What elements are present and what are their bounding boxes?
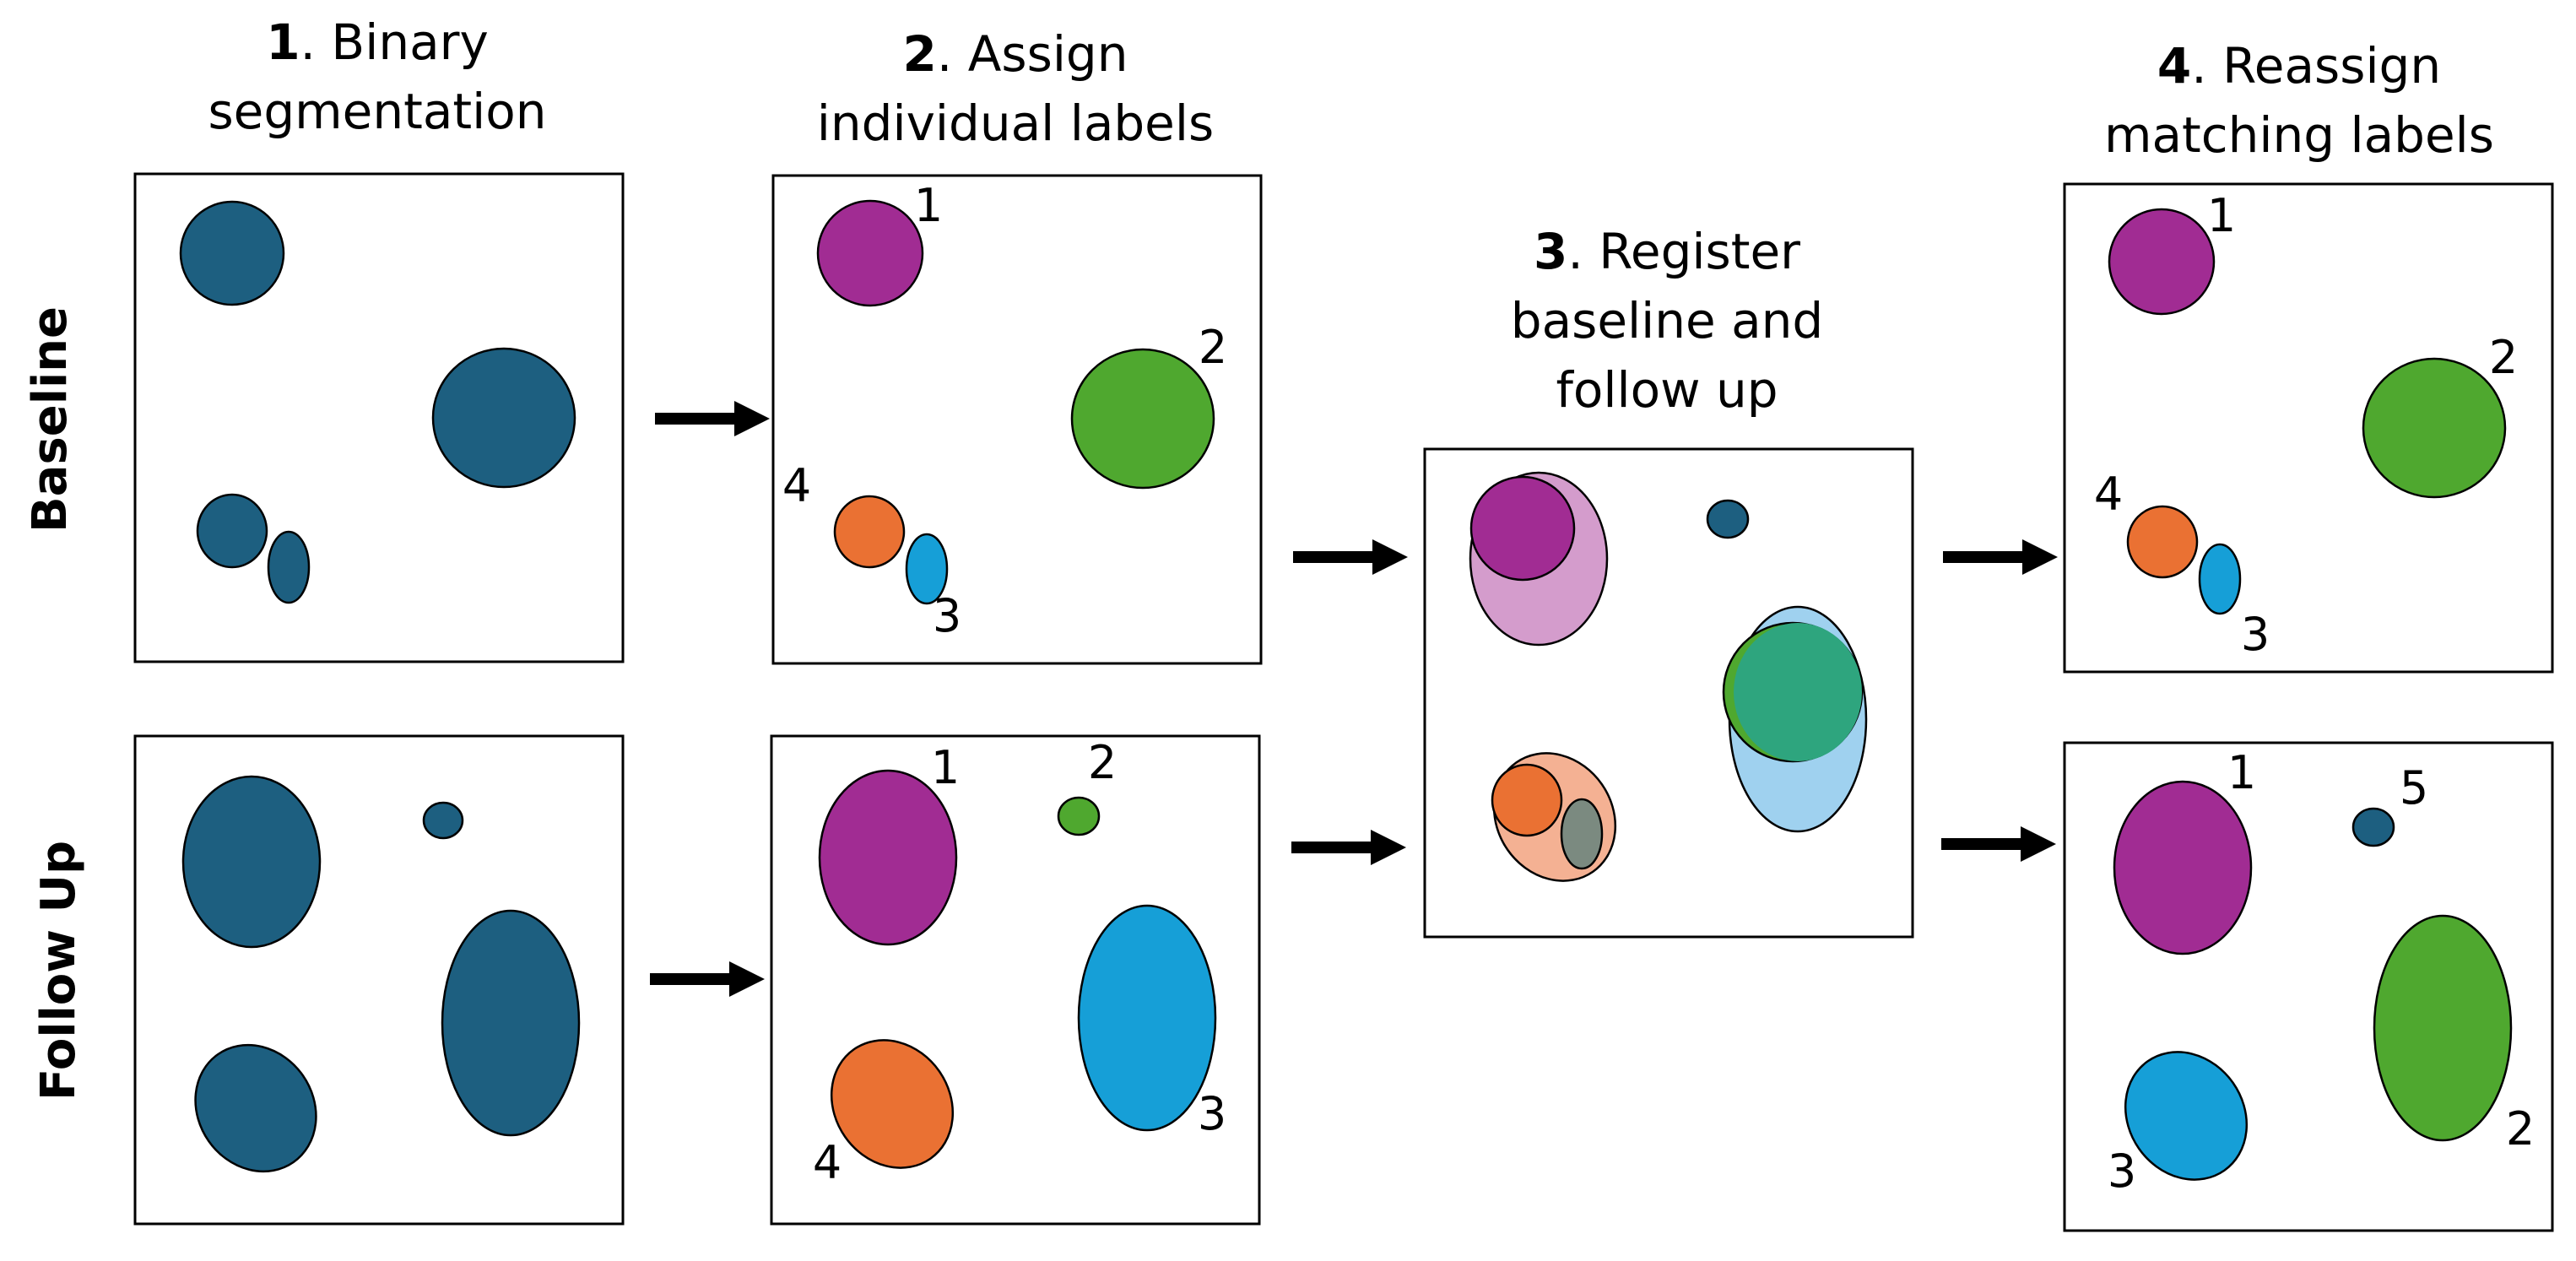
lesion-label: 1 bbox=[2207, 189, 2236, 242]
lesion-binary bbox=[431, 347, 576, 489]
lesion-purple bbox=[2108, 208, 2216, 316]
step-1-title: 1. Binary segmentation bbox=[208, 14, 546, 140]
lesion-label: 2 bbox=[1088, 736, 1117, 789]
lesion-binary bbox=[179, 200, 285, 306]
svg-text:4. Reassign: 4. Reassign bbox=[2157, 37, 2441, 95]
lesion-grey-overlap bbox=[1560, 798, 1604, 870]
lesion-binary bbox=[441, 909, 581, 1137]
lesion-orange bbox=[830, 1039, 955, 1169]
panel-step1-baseline bbox=[133, 172, 625, 663]
lesion-orange bbox=[833, 495, 906, 569]
lesion-binary bbox=[267, 530, 311, 604]
step-4-title-line2: matching labels bbox=[2104, 106, 2494, 164]
step-2-title-line1: . Assign bbox=[937, 25, 1128, 83]
step-2-title-line2: individual labels bbox=[817, 95, 1214, 152]
step-4-number: 4 bbox=[2157, 37, 2191, 95]
lesion-label: 3 bbox=[2241, 608, 2270, 661]
step-4-title-line1: . Reassign bbox=[2191, 37, 2441, 95]
panel-step1-follow-up bbox=[133, 734, 625, 1226]
lesion-purple bbox=[818, 769, 958, 946]
lesion-label: 1 bbox=[931, 741, 960, 794]
lesion-label: 2 bbox=[2489, 331, 2518, 384]
step-3-title-line3: follow up bbox=[1556, 361, 1778, 419]
lesion-purple-baseline bbox=[1469, 475, 1576, 582]
lesion-green bbox=[1070, 348, 1215, 490]
lesion-binary-new bbox=[1706, 499, 1750, 539]
panel-step2-baseline: 1 2 3 4 bbox=[771, 174, 1263, 665]
lesion-green bbox=[2362, 357, 2507, 499]
step-3-number: 3 bbox=[1534, 223, 1567, 280]
svg-text:1. Binary: 1. Binary bbox=[266, 14, 489, 71]
step-2-title: 2. Assign individual labels bbox=[817, 25, 1214, 152]
lesion-green bbox=[2373, 914, 2513, 1142]
step-1-number: 1 bbox=[266, 14, 300, 71]
row-label-baseline: Baseline bbox=[23, 306, 78, 533]
step-3-title: 3. Register baseline and follow up bbox=[1511, 223, 1824, 419]
lesion-binary bbox=[194, 1043, 317, 1173]
lesion-purple bbox=[2113, 780, 2253, 955]
svg-text:2. Assign: 2. Assign bbox=[902, 25, 1128, 83]
lesion-binary-new bbox=[2351, 807, 2395, 847]
lesion-teal-overlap bbox=[1734, 623, 1862, 761]
lesion-binary bbox=[196, 493, 268, 569]
lesion-orange bbox=[2126, 505, 2199, 579]
lesion-purple bbox=[816, 199, 924, 307]
svg-text:3. Register: 3. Register bbox=[1534, 223, 1800, 280]
row-label-follow-up: Follow Up bbox=[31, 841, 86, 1101]
step-4-title: 4. Reassign matching labels bbox=[2104, 37, 2494, 164]
panel-step3-registered bbox=[1423, 447, 1914, 939]
lesion-label: 3 bbox=[933, 589, 961, 642]
lesion-label: 1 bbox=[914, 179, 943, 232]
lesion-label: 2 bbox=[2506, 1102, 2535, 1155]
lesion-label: 1 bbox=[2227, 746, 2256, 799]
lesion-blue bbox=[905, 533, 949, 605]
lesion-blue bbox=[1077, 904, 1217, 1132]
lesion-binary bbox=[422, 801, 464, 840]
lesion-label: 4 bbox=[813, 1136, 842, 1189]
lesion-blue bbox=[2198, 543, 2242, 615]
lesion-orange-baseline bbox=[1491, 763, 1563, 837]
lesion-label: 4 bbox=[2094, 468, 2123, 521]
lesion-label: 3 bbox=[1198, 1087, 1226, 1140]
lesion-binary bbox=[181, 775, 322, 949]
step-2-number: 2 bbox=[902, 25, 936, 83]
panel-step4-follow-up: 1 5 3 2 bbox=[2063, 741, 2554, 1232]
lesion-label: 3 bbox=[2108, 1145, 2136, 1198]
lesion-blue bbox=[2124, 1051, 2249, 1181]
lesion-label: 2 bbox=[1199, 321, 1227, 374]
step-1-title-line2: segmentation bbox=[208, 83, 546, 140]
step-3-title-line2: baseline and bbox=[1511, 292, 1824, 349]
step-3-title-line1: . Register bbox=[1567, 223, 1800, 280]
panel-step2-follow-up: 1 2 3 4 bbox=[770, 734, 1261, 1226]
lesion-label: 5 bbox=[2400, 761, 2428, 815]
panel-step4-baseline: 1 2 3 4 bbox=[2063, 182, 2554, 674]
lesion-green bbox=[1057, 796, 1101, 836]
step-1-title-line1: . Binary bbox=[300, 14, 489, 71]
lesion-label: 4 bbox=[782, 459, 811, 512]
